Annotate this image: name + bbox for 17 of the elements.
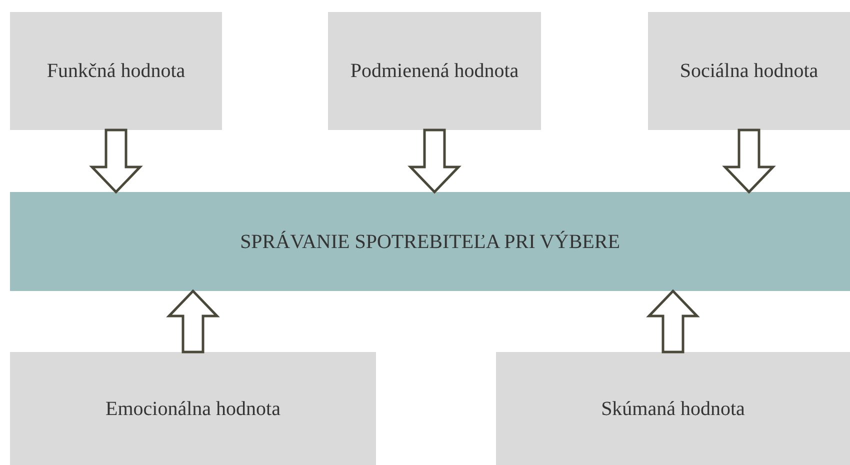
value-box <box>10 12 222 130</box>
box-label: SPRÁVANIE SPOTREBITEĽA PRI VÝBERE <box>240 230 620 254</box>
value-box <box>10 352 376 465</box>
block-arrow <box>89 128 143 194</box>
block-arrow <box>166 289 220 354</box>
box-label: Skúmaná hodnota <box>601 396 745 422</box>
box-label: Podmienená hodnota <box>350 59 519 84</box>
value-box <box>496 352 850 465</box>
block-arrow <box>408 128 462 194</box>
value-box <box>328 12 541 130</box>
box-label: Emocionálna hodnota <box>106 396 280 422</box>
block-arrow <box>722 128 776 194</box>
central-band <box>10 192 850 291</box>
value-box <box>648 12 850 130</box>
box-label: Funkčná hodnota <box>46 59 186 84</box>
block-arrow <box>646 289 700 354</box>
box-label: Sociálna hodnota <box>680 59 818 84</box>
